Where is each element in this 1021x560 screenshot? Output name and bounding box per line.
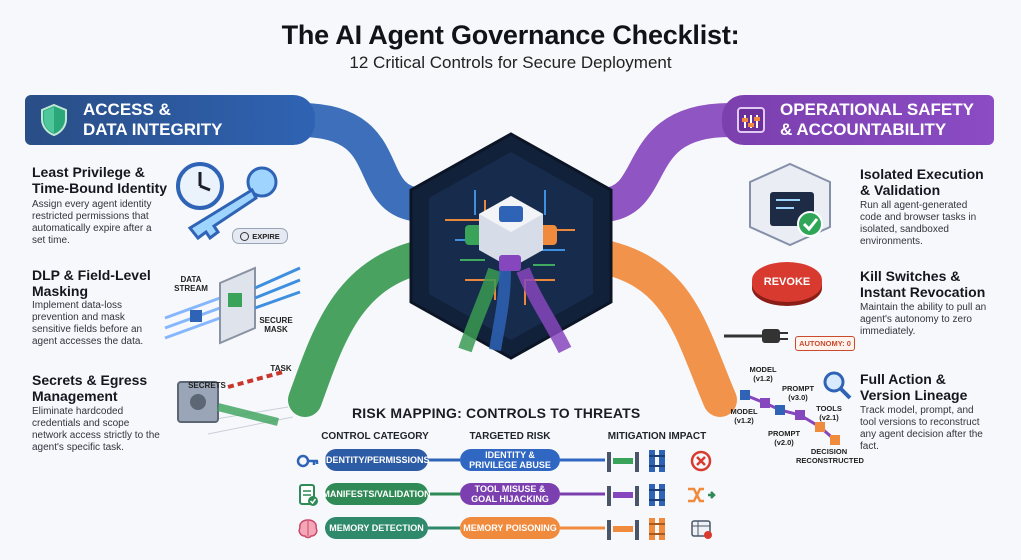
col-mitigation-impact: MITIGATION IMPACT — [607, 431, 707, 442]
risk-pill: MEMORY POISONING — [460, 517, 560, 539]
data-stream-label: DATA STREAM — [174, 275, 208, 293]
lineage-model-left: MODEL (v1.2) — [730, 407, 758, 425]
database-icon — [690, 518, 714, 540]
console-sliders-icon — [736, 105, 766, 135]
action-lineage-desc: Track model, prompt, and tool versions t… — [860, 405, 983, 452]
x-circle-icon — [690, 450, 712, 472]
central-hub — [405, 130, 617, 362]
secure-mask-label: SECURE MASK — [259, 316, 293, 334]
expire-badge: EXPIRE — [232, 228, 288, 244]
isolated-execution-title: Isolated Execution & Validation — [860, 166, 984, 198]
key-clock-icon — [170, 158, 295, 248]
secrets-egress-desc: Eliminate hardcoded credentials and scop… — [32, 406, 160, 453]
mitigation-barrier — [605, 516, 685, 542]
page-subtitle: 12 Critical Controls for Secure Deployme… — [349, 53, 672, 72]
dlp-masking-title: DLP & Field-Level Masking — [32, 267, 151, 299]
mini-clock-icon — [240, 231, 250, 241]
category-pill: MANIFESTS/VALIDATION — [322, 483, 431, 505]
lineage-tools-v21: TOOLS (v2.1) — [816, 404, 842, 422]
category-pill: MEMORY DETECTION — [325, 517, 428, 539]
risk-pill: IDENTITY & PRIVILEGE ABUSE — [460, 449, 560, 471]
least-privilege-desc: Assign every agent identity restricted p… — [32, 199, 152, 246]
banner-label: OPERATIONAL SAFETY & ACCOUNTABILITY — [780, 100, 974, 139]
kill-switch-desc: Maintain the ability to pull an agent's … — [860, 302, 987, 337]
key-icon — [296, 449, 320, 473]
col-targeted-risk: TARGETED RISK — [469, 431, 551, 442]
secrets-label: SECRETS — [188, 381, 226, 390]
page-title: The AI Agent Governance Checklist: — [281, 20, 740, 50]
brain-icon — [296, 517, 320, 541]
autonomy-readout: AUTONOMY: 0 — [795, 336, 855, 351]
lineage-graph — [735, 385, 845, 445]
least-privilege-title: Least Privilege & Time-Bound Identity — [32, 164, 168, 196]
operational-safety-banner: OPERATIONAL SAFETY & ACCOUNTABILITY — [722, 95, 994, 145]
access-data-integrity-banner: ACCESS & DATA INTEGRITY — [25, 95, 315, 145]
lineage-decision: DECISION RECONSTRUCTED — [796, 447, 864, 465]
revoke-button[interactable]: REVOKE — [752, 262, 822, 302]
lineage-prompt-v20: PROMPT (v2.0) — [767, 429, 801, 447]
expire-label: EXPIRE — [252, 231, 280, 241]
magnifier-icon — [822, 370, 852, 400]
kill-switch-title: Kill Switches & Instant Revocation — [860, 268, 986, 300]
mitigation-barrier — [605, 448, 685, 474]
plug-icon — [722, 326, 792, 346]
risk-mapping-title: RISK MAPPING: CONTROLS TO THREATS — [352, 405, 641, 421]
action-lineage-title: Full Action & Version Lineage — [860, 371, 968, 403]
isolated-execution-desc: Run all agent-generated code and browser… — [860, 200, 977, 247]
lineage-prompt-v30: PROMPT (v3.0) — [781, 384, 815, 402]
lineage-model-top: MODEL (v1.2) — [749, 365, 777, 383]
banner-label: ACCESS & DATA INTEGRITY — [83, 100, 223, 139]
shuffle-arrow-icon — [686, 484, 716, 506]
secrets-egress-title: Secrets & Egress Management — [32, 372, 148, 404]
task-label: TASK — [270, 364, 292, 373]
mitigation-barrier — [605, 482, 685, 508]
safe-vault-illustration — [168, 362, 298, 442]
sandbox-cube-icon — [730, 152, 840, 252]
category-pill: IDENTITY/PERMISSIONS — [324, 449, 430, 471]
col-control-category: CONTROL CATEGORY — [321, 431, 429, 442]
data-stream-mask-illustration — [160, 258, 305, 348]
document-check-icon — [296, 483, 320, 507]
risk-pill: TOOL MISUSE & GOAL HIJACKING — [460, 483, 560, 505]
shield-icon — [39, 103, 69, 137]
dlp-masking-desc: Implement data-loss prevention and mask … — [32, 300, 144, 347]
